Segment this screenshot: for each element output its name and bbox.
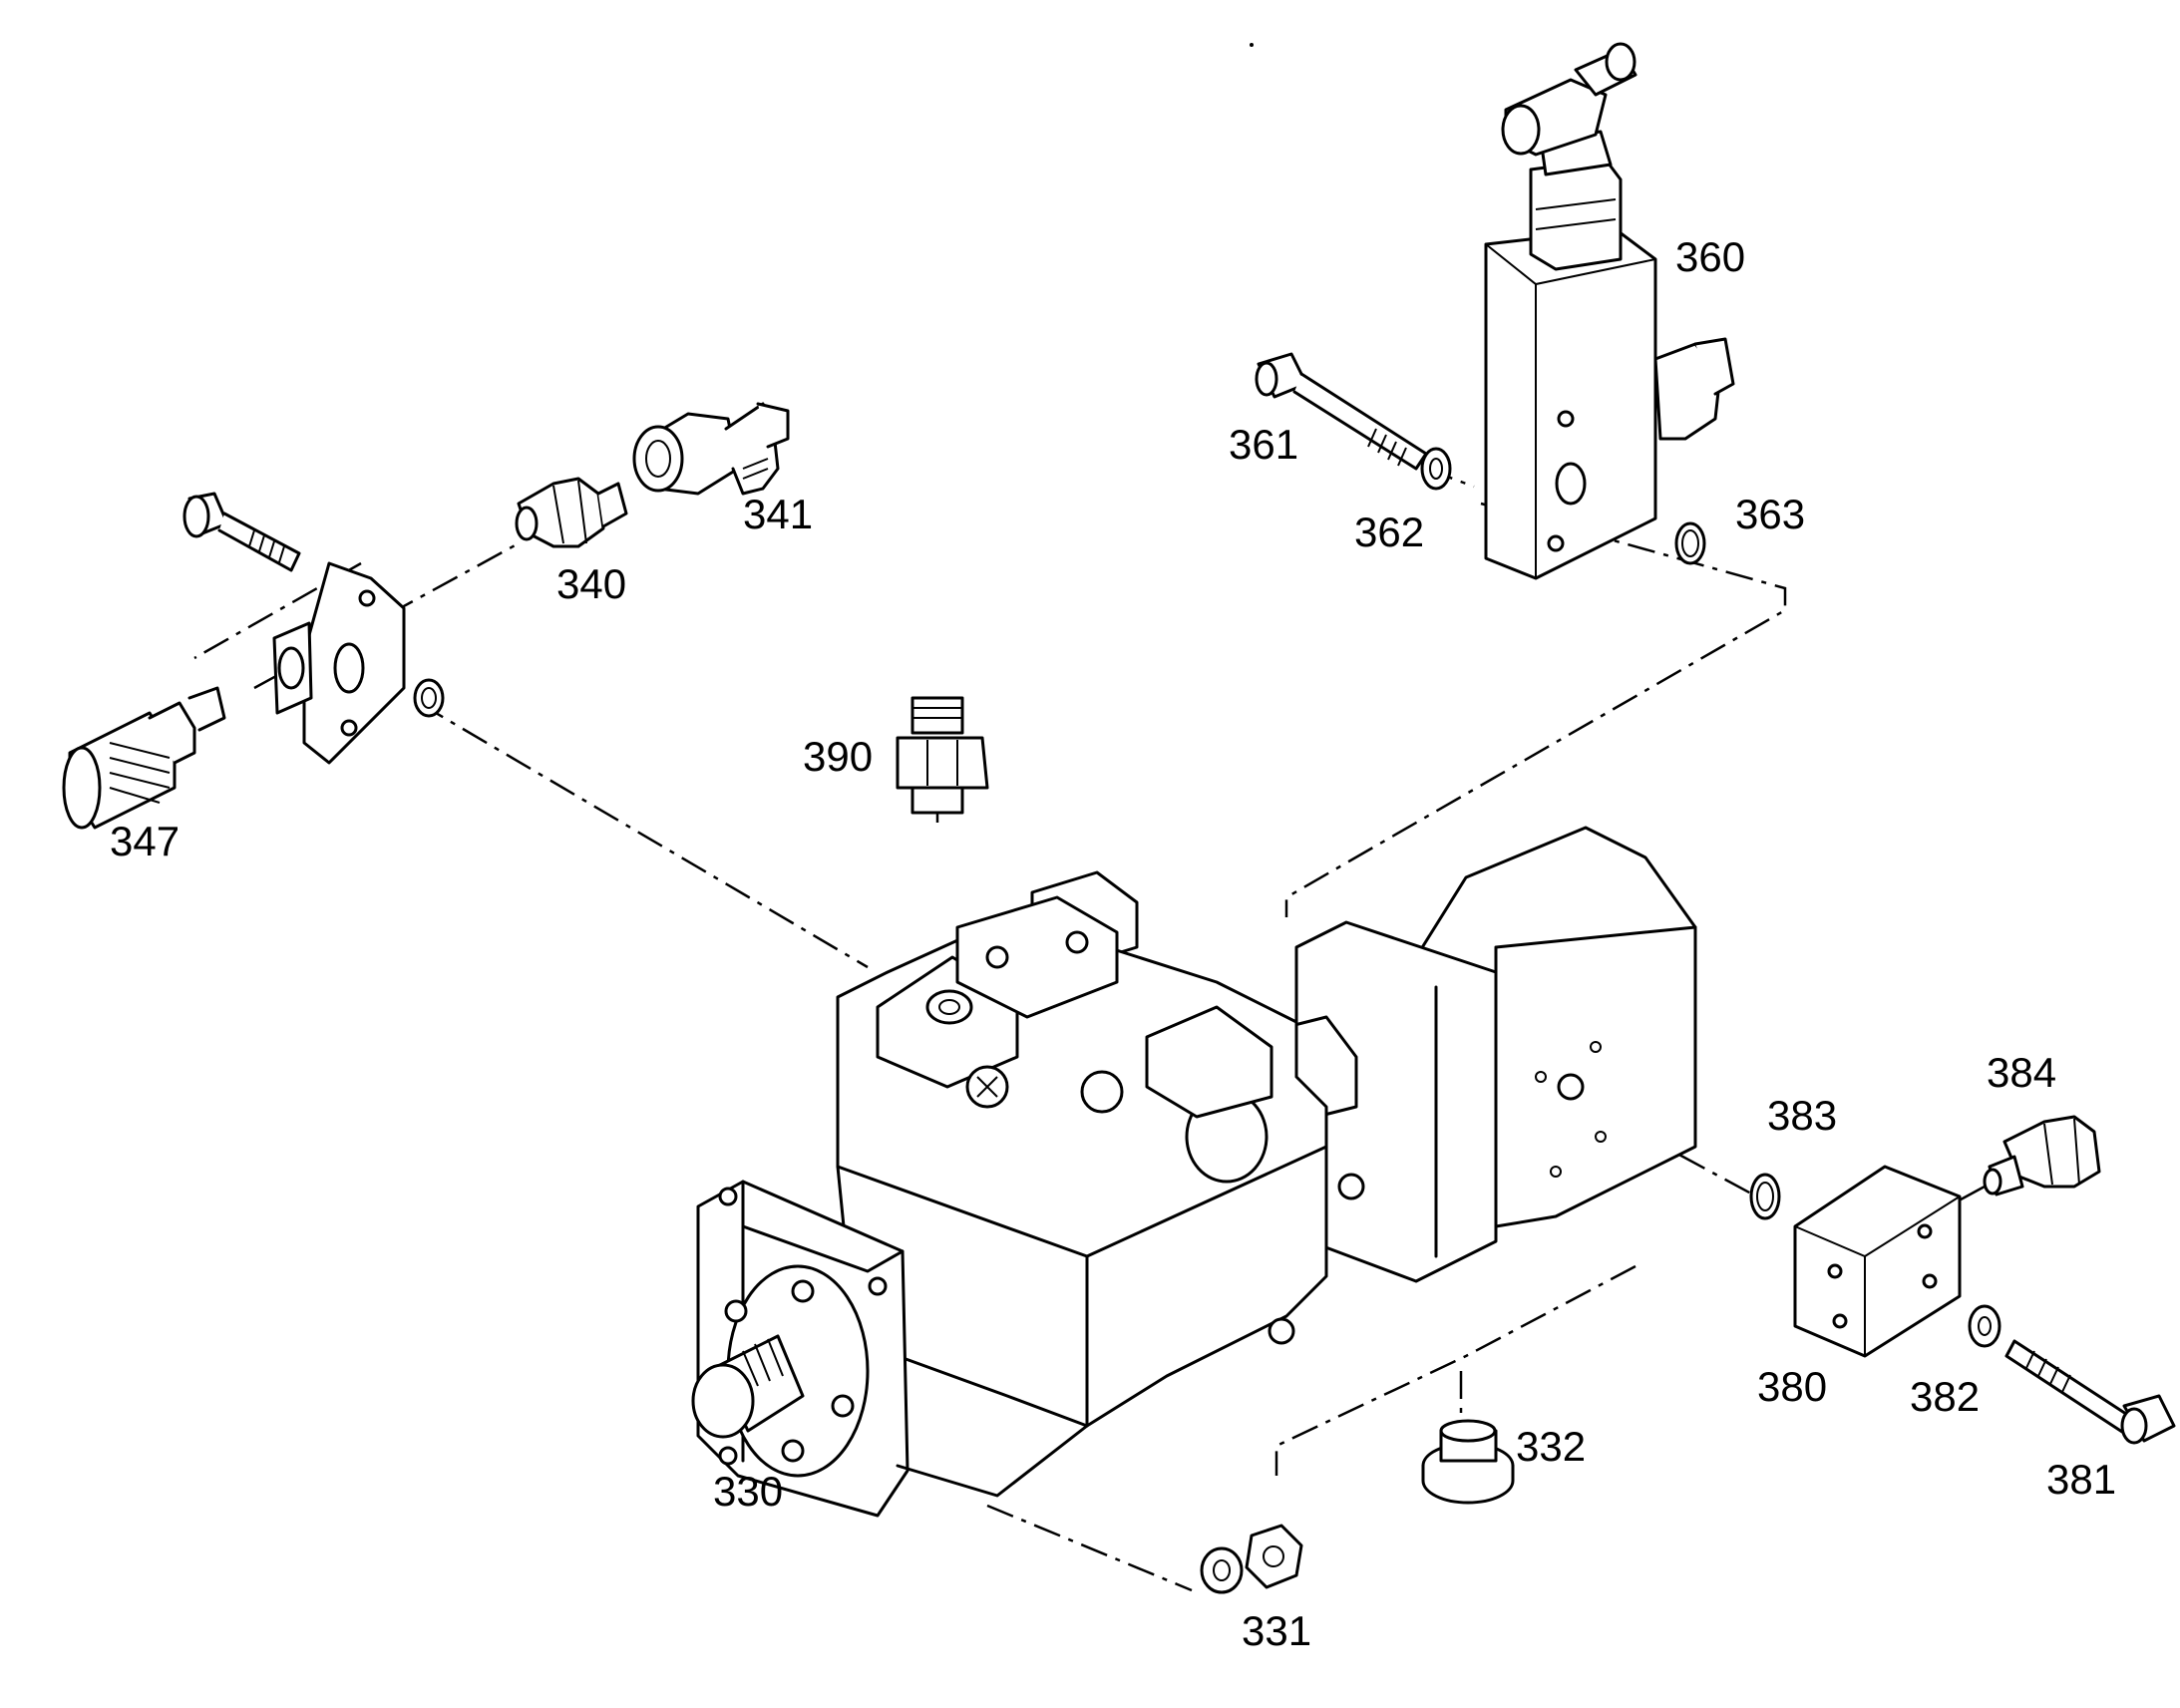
stray-mark <box>1250 43 1254 47</box>
label-331: 331 <box>1242 1607 1311 1654</box>
part-labels: 347 340 341 390 360 361 362 363 384 383 … <box>110 233 2116 1654</box>
part-363-oring <box>1674 521 1706 565</box>
label-340: 340 <box>556 560 626 607</box>
label-384: 384 <box>1987 1049 2056 1096</box>
part-332-plug <box>1421 1419 1515 1505</box>
label-360: 360 <box>1675 233 1745 280</box>
part-384-fitting <box>1983 1115 2101 1196</box>
part-383-oring <box>1749 1173 1781 1220</box>
part-360-valve <box>1484 42 1735 580</box>
label-361: 361 <box>1229 421 1298 468</box>
part-380-block <box>1793 1165 1962 1358</box>
part-340-fitting <box>515 477 628 548</box>
flange-adapter <box>182 492 445 765</box>
label-382: 382 <box>1910 1373 1980 1420</box>
part-331-washer-nut <box>1200 1524 1303 1594</box>
part-381-bolt <box>2004 1339 2176 1445</box>
label-332: 332 <box>1516 1423 1586 1470</box>
label-347: 347 <box>110 818 180 864</box>
part-382-washer <box>1968 1304 2001 1348</box>
part-347-plug <box>62 686 226 830</box>
part-330-pump <box>691 826 1697 1518</box>
part-390-fitting <box>896 696 989 815</box>
part-362-washer <box>1420 447 1452 491</box>
label-341: 341 <box>743 491 813 537</box>
part-341-elbow <box>632 402 790 496</box>
label-390: 390 <box>803 733 873 780</box>
label-363: 363 <box>1735 491 1805 537</box>
label-330: 330 <box>713 1468 783 1515</box>
label-380: 380 <box>1757 1363 1827 1410</box>
part-361-bolt <box>1255 352 1428 471</box>
label-383: 383 <box>1767 1092 1837 1139</box>
label-381: 381 <box>2046 1456 2116 1503</box>
label-362: 362 <box>1354 509 1424 555</box>
